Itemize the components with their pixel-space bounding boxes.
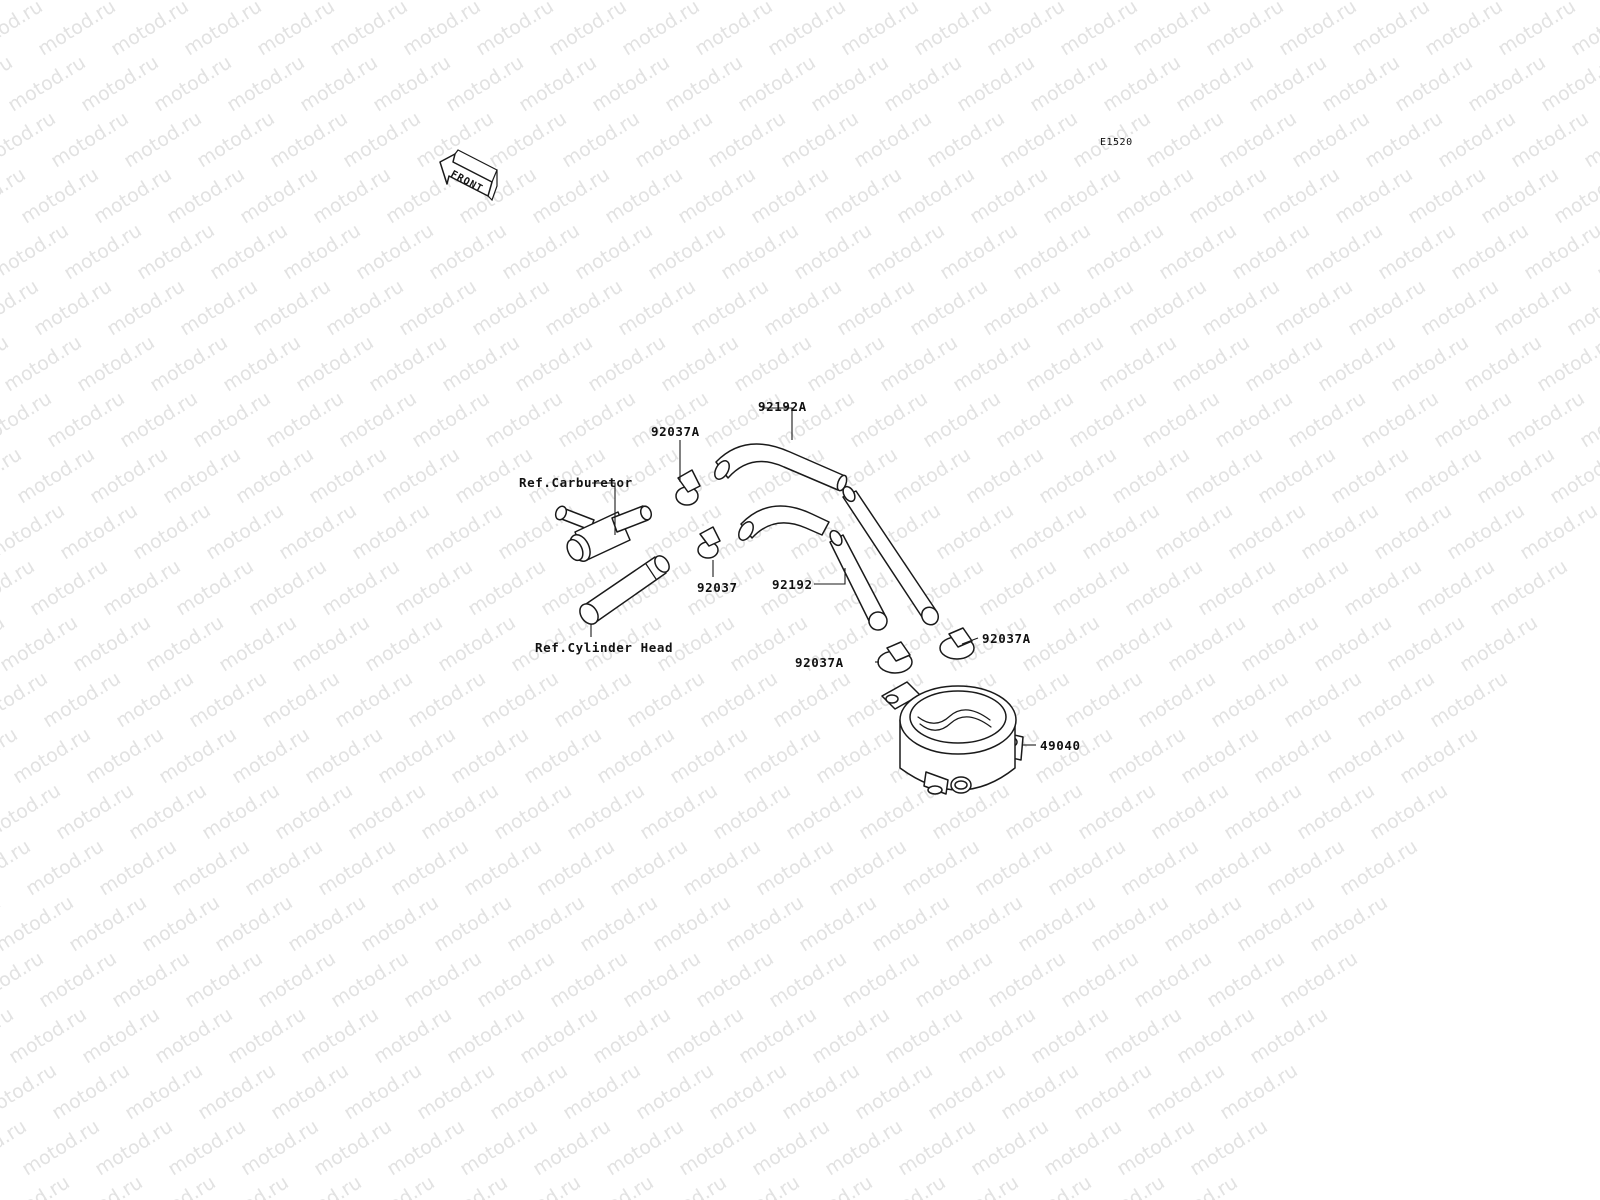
clamp-left-drawing xyxy=(877,641,913,674)
callout-clamp-mid: 92037 xyxy=(697,580,738,595)
diagram-code: E1520 xyxy=(1100,137,1133,148)
callout-ref-carburetor: Ref.Carburetor xyxy=(519,475,633,490)
hose-lower-drawing xyxy=(738,505,830,541)
carburetor-pipe-drawing xyxy=(554,505,653,562)
callout-hose-lower: 92192 xyxy=(772,577,813,592)
cylinder-head-pipe-drawing xyxy=(579,555,670,625)
callout-fuel-pump: 49040 xyxy=(1040,738,1081,753)
leader-lines xyxy=(590,407,1036,746)
hose-upper-drawing xyxy=(714,443,848,492)
fuel-pump-drawing xyxy=(881,681,1024,795)
clamp-mid-drawing xyxy=(697,526,721,559)
callout-clamp-right: 92037A xyxy=(982,631,1031,646)
callout-clamp-top: 92037A xyxy=(651,424,700,439)
front-arrow-icon: FRONT xyxy=(439,149,498,202)
clamp-top-drawing xyxy=(675,469,701,506)
callout-ref-cylinder-head: Ref.Cylinder Head xyxy=(535,640,673,655)
clamp-right-drawing xyxy=(939,627,975,660)
hose-straight-segments xyxy=(829,485,940,631)
callout-clamp-left: 92037A xyxy=(795,655,844,670)
callout-hose-upper: 92192A xyxy=(758,399,807,414)
